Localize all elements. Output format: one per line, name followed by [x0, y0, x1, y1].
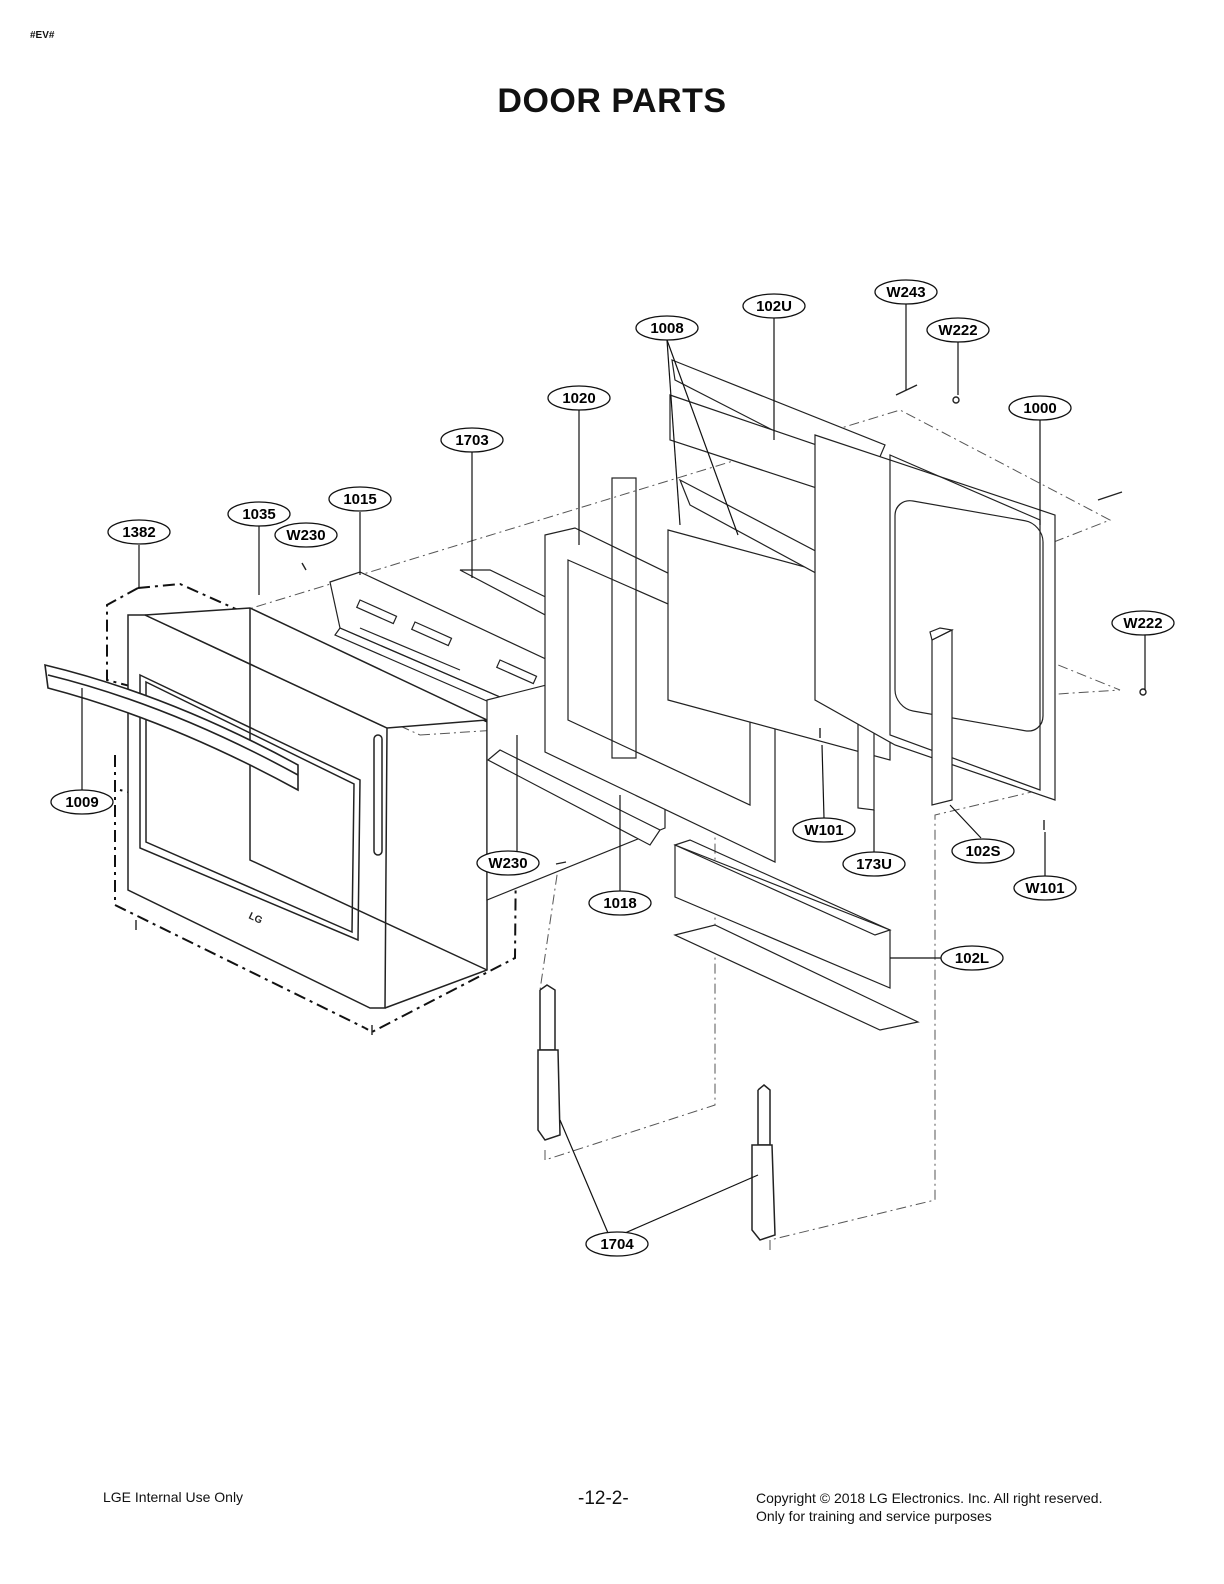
svg-text:W101: W101 [804, 822, 843, 839]
svg-text:1009: 1009 [65, 794, 98, 811]
training-notice: Only for training and service purposes [756, 1508, 992, 1524]
svg-text:1382: 1382 [122, 524, 155, 541]
callout-1015: 1015 [328, 486, 392, 512]
svg-text:W243: W243 [886, 284, 925, 301]
callout-102l: 102L [940, 945, 1004, 971]
callout-1703: 1703 [440, 427, 504, 453]
part-1000-inner-door [814, 434, 1056, 801]
page-number: -12-2- [578, 1488, 629, 1509]
svg-text:102S: 102S [965, 843, 1000, 860]
copyright-line: Copyright © 2018 LG Electronics. Inc. Al… [756, 1490, 1103, 1506]
part-1704-hinges [537, 984, 776, 1241]
callout-102u: 102U [742, 293, 806, 319]
callout-1000: 1000 [1008, 395, 1072, 421]
svg-text:1704: 1704 [600, 1236, 634, 1253]
svg-text:102L: 102L [955, 950, 989, 967]
callout-1009: 1009 [50, 789, 114, 815]
callout-w101-left: W101 [792, 817, 856, 843]
part-1009-handle [44, 663, 299, 792]
svg-text:1020: 1020 [562, 390, 595, 407]
svg-text:W230: W230 [488, 855, 527, 872]
svg-text:1015: 1015 [343, 491, 376, 508]
callout-1382: 1382 [107, 519, 171, 545]
svg-text:173U: 173U [856, 856, 892, 873]
lg-logo: LG [247, 911, 264, 927]
callout-1020: 1020 [547, 385, 611, 411]
svg-text:102U: 102U [756, 298, 792, 315]
callout-1008: 1008 [635, 315, 699, 341]
callout-w230-top: W230 [274, 522, 338, 548]
svg-text:W230: W230 [286, 527, 325, 544]
svg-text:1035: 1035 [242, 506, 275, 523]
callout-w230-bottom: W230 [476, 850, 540, 876]
callout-1018: 1018 [588, 890, 652, 916]
svg-text:W101: W101 [1025, 880, 1064, 897]
svg-text:W222: W222 [1123, 615, 1162, 632]
svg-text:1703: 1703 [455, 432, 488, 449]
callout-1704: 1704 [585, 1231, 649, 1257]
callout-w222-right: W222 [1111, 610, 1175, 636]
callout-w243: W243 [874, 279, 938, 305]
page-title: DOOR PARTS [497, 82, 727, 120]
callout-w222-top: W222 [926, 317, 990, 343]
callout-w101-right: W101 [1013, 875, 1077, 901]
callout-102s: 102S [951, 838, 1015, 864]
svg-text:1018: 1018 [603, 895, 636, 912]
footer-copyright: Copyright © 2018 LG Electronics. Inc. Al… [756, 1489, 1102, 1525]
callouts: W243 102U W222 1008 1000 1020 1703 1015 … [50, 279, 1175, 1257]
footer-internal-use: LGE Internal Use Only [103, 1489, 244, 1505]
part-102l-insulation [673, 839, 920, 1031]
svg-text:1008: 1008 [650, 320, 683, 337]
svg-text:W222: W222 [938, 322, 977, 339]
callout-1035: 1035 [227, 501, 291, 527]
svg-text:1000: 1000 [1023, 400, 1056, 417]
document-tag: #EV# [30, 30, 55, 41]
leader-lines [81, 302, 1146, 1234]
part-102s-insulation [929, 627, 954, 806]
callout-173u: 173U [842, 851, 906, 877]
